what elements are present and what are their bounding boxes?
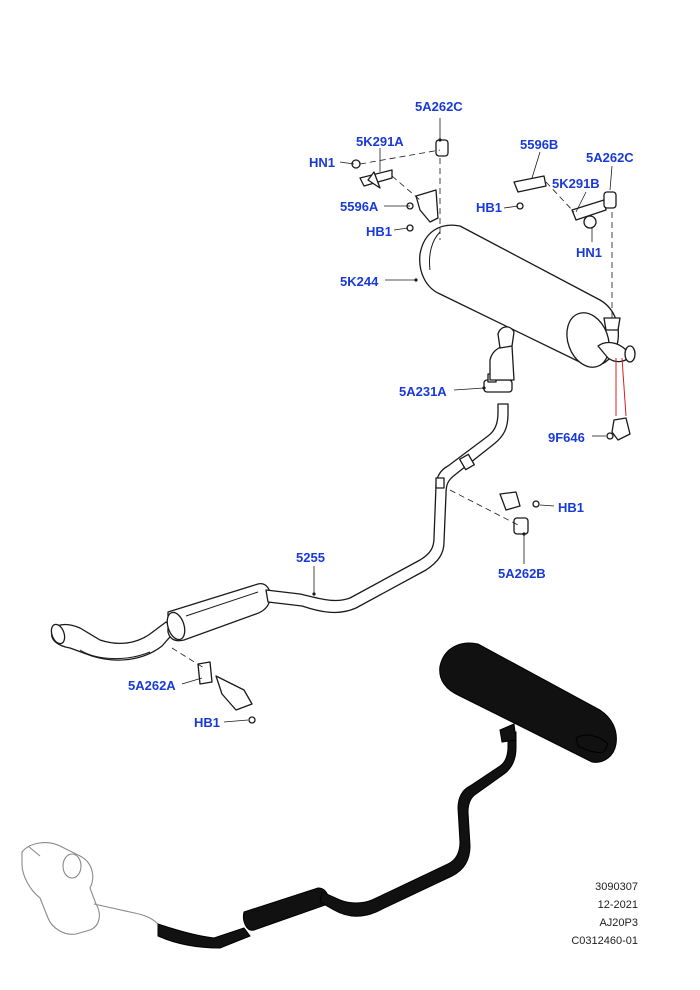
label-hb1-mid: HB1 — [476, 200, 502, 215]
overview-assembly — [21, 642, 617, 949]
label-5a262b: 5A262B — [498, 566, 546, 581]
label-5596b: 5596B — [520, 137, 558, 152]
label-hn1-right: HN1 — [576, 245, 602, 260]
label-9f646: 9F646 — [548, 430, 585, 445]
right-hanger-cluster — [513, 175, 621, 331]
label-hn1-left: HN1 — [309, 155, 335, 170]
rear-muffler-5k244 — [419, 224, 636, 368]
label-5k291b: 5K291B — [552, 176, 600, 191]
label-5k291a: 5K291A — [356, 134, 404, 149]
left-hanger-cluster — [351, 139, 449, 240]
clamp-5a231a — [483, 344, 515, 393]
label-hb1-left: HB1 — [366, 224, 392, 239]
sensor-9f646 — [606, 357, 631, 441]
reference-illustration-id: C0312460-01 — [571, 935, 638, 947]
exhaust-pipe-5255 — [265, 403, 509, 614]
label-5a262a: 5A262A — [128, 678, 176, 693]
leader-lines — [181, 118, 613, 723]
label-5255: 5255 — [296, 550, 325, 565]
label-5a262c-right: 5A262C — [586, 150, 634, 165]
label-5a231a: 5A231A — [399, 384, 447, 399]
reference-number: 3090307 — [595, 881, 638, 893]
label-5596a: 5596A — [340, 199, 379, 214]
front-muffler — [166, 583, 272, 642]
document-reference-block: 3090307 12-2021 AJ20P3 C0312460-01 — [571, 878, 638, 950]
reference-date: 12-2021 — [597, 899, 638, 911]
front-pipe-connection — [50, 621, 177, 661]
rear-hanger-5a262b — [449, 489, 540, 535]
front-hanger-5a262a — [171, 647, 256, 724]
reference-model: AJ20P3 — [599, 917, 638, 929]
label-5k244: 5K244 — [340, 274, 379, 289]
label-5a262c-top: 5A262C — [415, 99, 463, 114]
label-hb1-bottom: HB1 — [194, 715, 220, 730]
label-hb1-rear: HB1 — [558, 500, 584, 515]
